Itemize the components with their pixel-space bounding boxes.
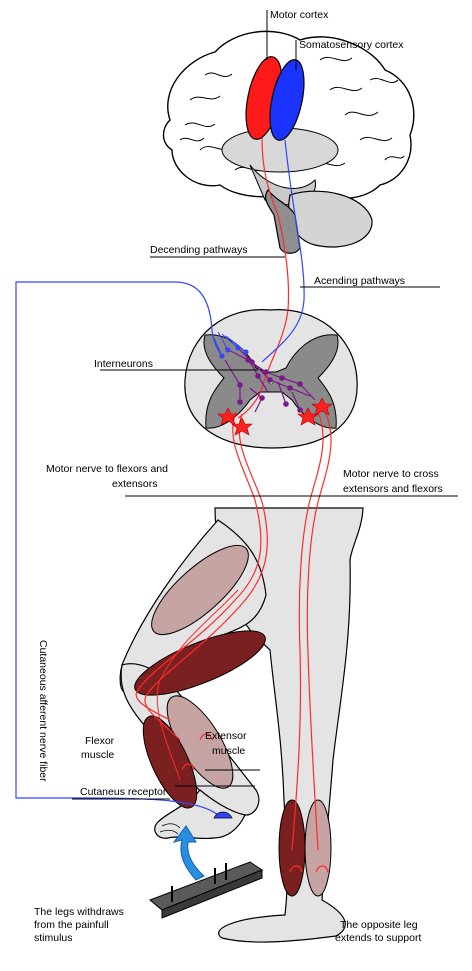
cerebellum (289, 191, 372, 247)
label-descending-pathways: Decending pathways (150, 244, 247, 256)
label-opposite-1: The opposite leg (340, 919, 418, 931)
label-interneurons: Interneurons (94, 358, 153, 370)
label-withdraw-3: stimulus (34, 932, 73, 944)
label-flexor-muscle-1: Flexor (85, 735, 115, 747)
label-motor-nerve-flexors-2: extensors (112, 478, 158, 490)
label-extensor-muscle-2: muscle (212, 745, 245, 757)
tack-board (150, 862, 262, 910)
label-motor-nerve-cross-1: Motor nerve to cross (343, 468, 439, 480)
brain (164, 31, 414, 253)
label-flexor-muscle-2: muscle (81, 749, 114, 761)
label-motor-nerve-cross-2: extensors and flexors (343, 483, 443, 495)
label-somatosensory-cortex: Somatosensory cortex (299, 39, 404, 51)
label-cutaneous-afferent: Cutaneous afferent nerve fiber (37, 640, 49, 782)
label-motor-cortex: Motor cortex (270, 9, 329, 21)
label-ascending-pathways: Acending pathways (314, 275, 405, 287)
label-extensor-muscle-1: Extensor (205, 730, 247, 742)
label-motor-nerve-flexors-1: Motor nerve to flexors and (46, 463, 168, 475)
label-withdraw-2: from the painfull (34, 919, 109, 931)
label-withdraw-1: The legs withdraws (34, 906, 124, 918)
label-cutaneous-receptor: Cutaneus receptor (80, 786, 167, 798)
label-opposite-2: extends to support (335, 932, 421, 944)
